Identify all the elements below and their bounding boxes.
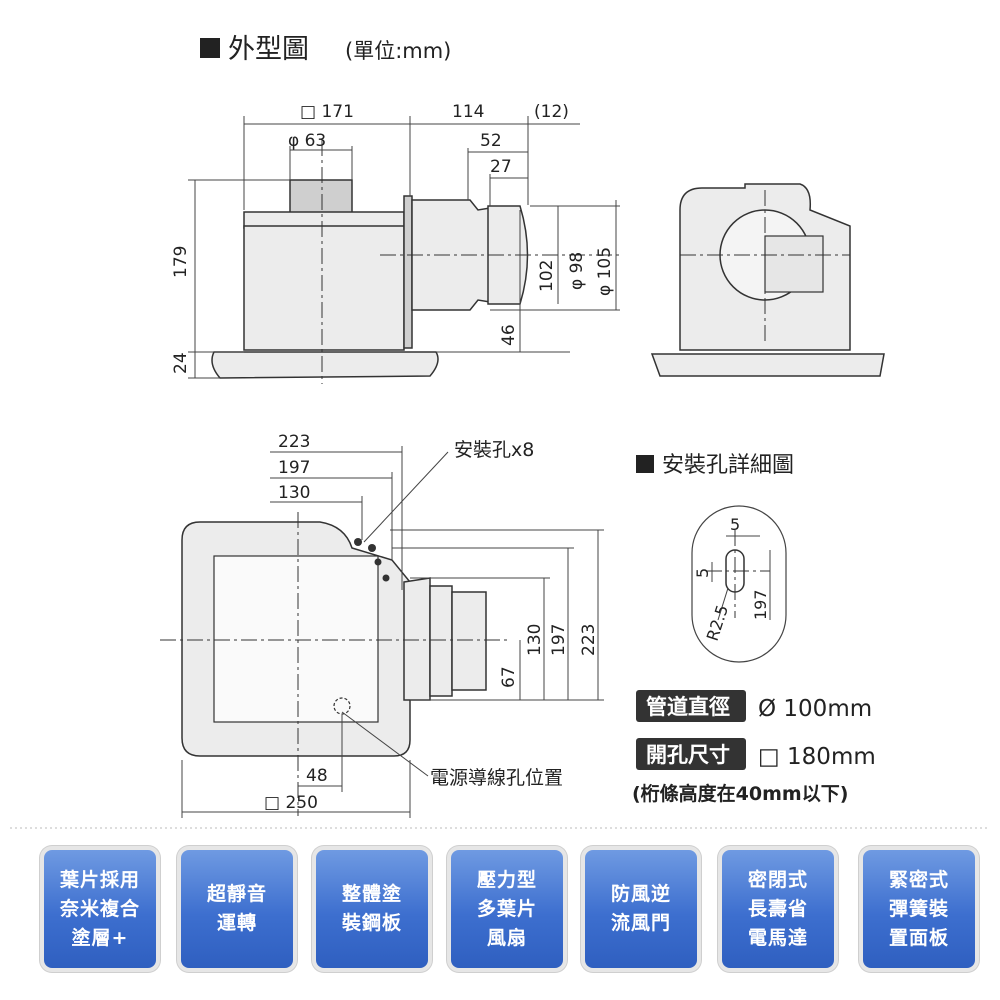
feature-nano-coating: 葉片採用 奈米複合 塗層+: [44, 850, 156, 968]
dim-102: 102: [537, 260, 557, 292]
feature-steel-plate: 整體塗 裝鋼板: [316, 850, 428, 968]
feature-list: 葉片採用 奈米複合 塗層+ 超靜音 運轉 整體塗 裝鋼板 壓力型 多葉片 風扇 …: [40, 850, 980, 975]
hole-detail-title: 安裝孔詳細圖: [662, 453, 794, 478]
detail-dim-5a: 5: [730, 515, 740, 534]
dim-67: 67: [499, 666, 519, 688]
feature-spring-panel: 緊密式 彈簧裝 置面板: [863, 850, 975, 968]
dim-114: 114: [452, 102, 484, 122]
dim-12: (12): [534, 102, 569, 122]
detail-dim-r25: R2.5: [703, 603, 732, 644]
mount-holes-label: 安裝孔x8: [454, 439, 534, 461]
dim-197-top: 197: [278, 458, 310, 478]
detail-dim-5b: 5: [693, 568, 712, 578]
spec-note: (桁條高度在40mm以下): [632, 782, 848, 805]
side-view: □ 171 φ 63 114 (12) 52 27 179 24 102 φ 9…: [171, 102, 620, 384]
feature-backflow-damper: 防風逆 流風門: [585, 850, 697, 968]
feature-silent: 超靜音 運轉: [181, 850, 293, 968]
dim-197-right: 197: [549, 624, 569, 656]
dim-52: 52: [480, 131, 502, 151]
cutout-label: 開孔尺寸: [646, 743, 730, 767]
dim-223-top: 223: [278, 432, 310, 452]
dim-46: 46: [499, 324, 519, 346]
feature-motor: 密閉式 長壽省 電馬達: [722, 850, 834, 968]
dim-27: 27: [490, 157, 512, 177]
unit-label: (單位:mm): [345, 39, 451, 63]
dim-phi63: φ 63: [288, 131, 326, 151]
page-title: 外型圖: [228, 34, 309, 65]
specs: 管道直徑 Ø 100mm 開孔尺寸 □ 180mm (桁條高度在40mm以下): [632, 690, 876, 805]
dim-171: □ 171: [300, 102, 354, 122]
end-view: [650, 183, 885, 377]
duct-value: Ø 100mm: [758, 696, 872, 722]
detail-dim-197: 197: [751, 589, 770, 620]
title-square-icon: [200, 38, 220, 58]
dim-130-top: 130: [278, 483, 310, 503]
dim-130-right: 130: [525, 624, 545, 656]
dim-phi98: φ 98: [567, 252, 587, 290]
power-hole-label: 電源導線孔位置: [430, 767, 563, 789]
duct-label: 管道直徑: [646, 695, 730, 719]
dim-223-right: 223: [579, 624, 599, 656]
dim-250: □ 250: [264, 793, 318, 813]
dim-phi105: φ 105: [595, 247, 615, 296]
dim-179: 179: [171, 246, 191, 278]
cutout-value: □ 180mm: [758, 744, 876, 770]
dim-48: 48: [306, 766, 328, 786]
feature-fan: 壓力型 多葉片 風扇: [451, 850, 563, 968]
dim-24: 24: [171, 352, 191, 374]
top-view: 223 197 130 130 197 223 67 48 □ 250 安裝孔x…: [160, 432, 604, 818]
detail-square-icon: [636, 455, 654, 473]
hole-detail: 安裝孔詳細圖 5 5 R2.5 197: [636, 453, 794, 663]
